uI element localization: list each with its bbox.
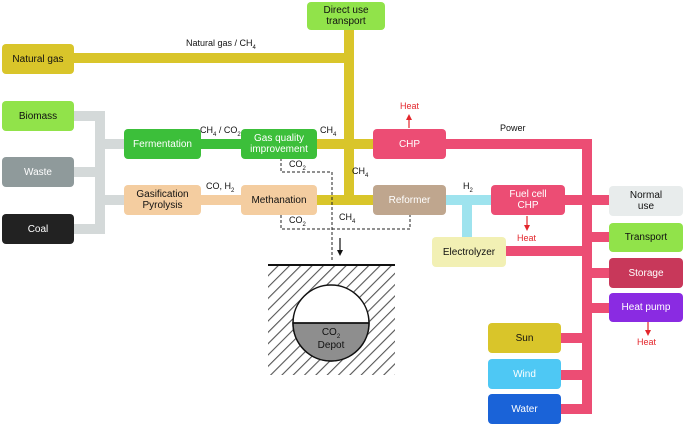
waste-node: Waste (2, 157, 74, 187)
gas-quality-improvement-node: Gas quality improvement (241, 129, 317, 159)
ch4-co2-label: CH4 / CO2 (200, 125, 241, 138)
transport-node: Transport (609, 223, 683, 252)
direct-use-transport-node: Direct use transport (307, 2, 385, 30)
fuel-cell-chp-node: Fuel cell CHP (491, 185, 565, 215)
ch4-chp-label: CH4 (320, 125, 337, 138)
co2-top-label: CO2 (289, 159, 306, 172)
co2-bottom-label: CO2 (289, 215, 306, 228)
gasification-pyrolysis-node: Gasification Pyrolysis (124, 185, 201, 215)
hydrogen-lines (445, 195, 492, 240)
wind-node: Wind (488, 359, 561, 389)
h2-label: H2 (463, 181, 473, 194)
ch4-reformer-label: CH4 (339, 212, 356, 225)
power-network (445, 139, 610, 414)
normal-use-node: Normal use (609, 186, 683, 216)
coal-node: Coal (2, 214, 74, 244)
heat-pump-node: Heat pump (609, 293, 683, 322)
fermentation-node: Fermentation (124, 129, 201, 159)
sun-node: Sun (488, 323, 561, 353)
ch4-vertical-label: CH4 (352, 166, 369, 179)
power-label: Power (500, 123, 526, 133)
heatpump-heat-label: Heat (637, 337, 657, 347)
feedstock-connector (74, 111, 125, 234)
co2-depot-label: CO2 Depot (317, 327, 345, 351)
biomass-node: Biomass (2, 101, 74, 131)
reformer-node: Reformer (373, 185, 446, 215)
methane-network (74, 30, 374, 205)
water-node: Water (488, 394, 561, 424)
natural-gas-node: Natural gas (2, 44, 74, 74)
chp-heat-label: Heat (400, 101, 420, 111)
co-h2-label: CO, H2 (206, 181, 235, 194)
natural-gas-ch4-label: Natural gas / CH4 (186, 38, 256, 51)
fuelcell-heat-label: Heat (517, 233, 537, 243)
chp-node: CHP (373, 129, 446, 159)
storage-node: Storage (609, 258, 683, 288)
co2-depot-illustration (268, 264, 395, 375)
co2-dashed-lines (280, 158, 411, 262)
methanation-node: Methanation (241, 185, 317, 215)
electrolyzer-node: Electrolyzer (432, 237, 506, 267)
